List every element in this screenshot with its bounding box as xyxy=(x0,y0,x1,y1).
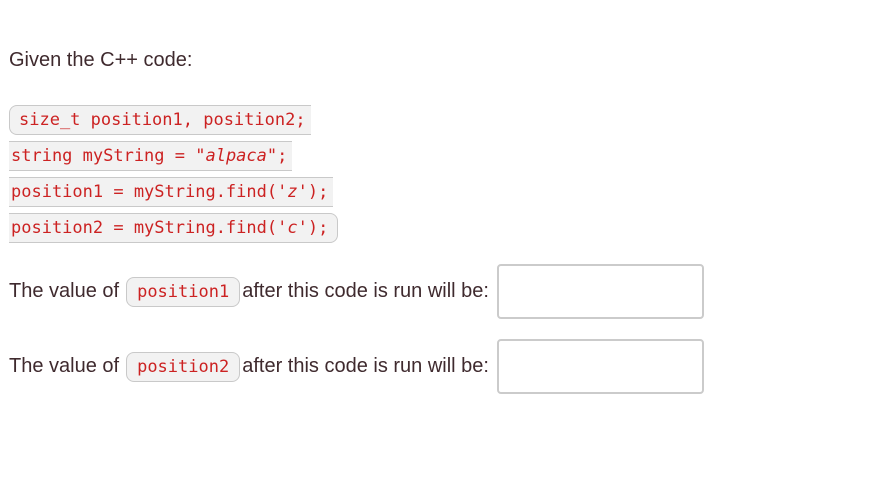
code-fragment: string myString = "alpaca"; xyxy=(9,140,293,171)
char-literal: 'c' xyxy=(277,217,308,238)
answer-input-position1[interactable] xyxy=(496,264,704,319)
code-line: position1 = myString.find('z'); xyxy=(9,174,872,210)
variable-chip-position1: position1 xyxy=(126,276,241,307)
question-suffix: after this code is run will be: xyxy=(242,355,489,377)
page-title: Given the C++ code: xyxy=(9,49,193,71)
string-literal: "alpaca" xyxy=(195,145,278,166)
variable-chip-position2: position2 xyxy=(126,351,241,382)
code-fragment: position1 = myString.find('z'); xyxy=(9,176,334,207)
question-row-position2: The value of position2 after this code i… xyxy=(9,339,872,394)
question-prefix: The value of xyxy=(9,355,120,377)
question-row-position1: The value of position1 after this code i… xyxy=(9,264,872,319)
code-text: ); xyxy=(307,217,329,238)
code-text: size_t position1, position2; xyxy=(19,109,306,130)
question-prefix: The value of xyxy=(9,280,120,302)
code-text: position1 = myString.find( xyxy=(11,181,278,202)
code-text: string myString = xyxy=(11,145,196,166)
code-line: string myString = "alpaca"; xyxy=(9,138,872,174)
answer-input-position2[interactable] xyxy=(496,339,704,394)
code-text: position2 = myString.find( xyxy=(11,217,278,238)
code-text: ); xyxy=(307,181,329,202)
code-text: ; xyxy=(277,145,288,166)
code-fragment: size_t position1, position2; xyxy=(9,104,311,135)
code-line: size_t position1, position2; xyxy=(9,102,872,138)
code-block: size_t position1, position2; string mySt… xyxy=(9,102,872,246)
code-line: position2 = myString.find('c'); xyxy=(9,210,872,246)
char-literal: 'z' xyxy=(277,181,308,202)
code-fragment: position2 = myString.find('c'); xyxy=(9,212,339,243)
question-suffix: after this code is run will be: xyxy=(242,280,489,302)
